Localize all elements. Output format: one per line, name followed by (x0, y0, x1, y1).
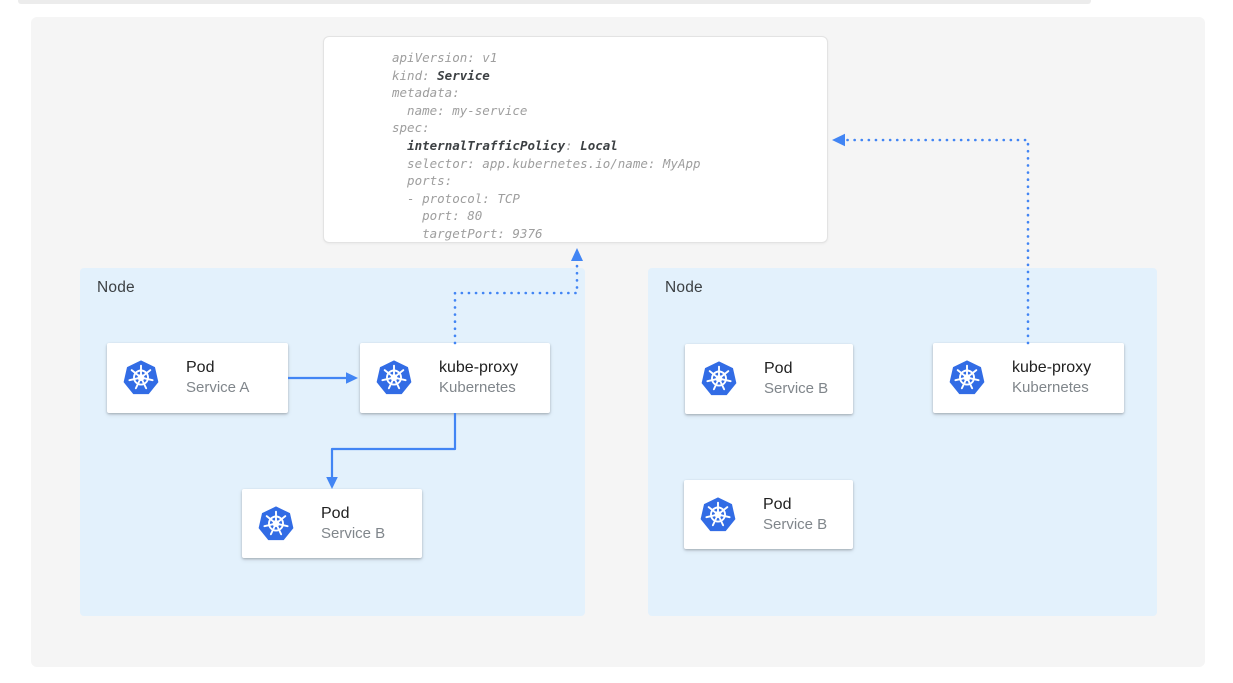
pod-service-b-card-left: Pod Service B (242, 489, 422, 558)
yaml-line: port: 80 (392, 208, 483, 224)
card-title: kube-proxy (1012, 359, 1092, 376)
card-subtitle: Kubernetes (1012, 379, 1089, 396)
kubernetes-icon (375, 359, 413, 397)
yaml-line: selector: app.kubernetes.io/name: MyApp (392, 155, 701, 171)
card-subtitle: Kubernetes (439, 379, 516, 396)
node-left: Node (80, 268, 585, 616)
kubernetes-icon (699, 496, 737, 534)
yaml-line: kind: Service (392, 67, 490, 83)
kubernetes-icon (948, 359, 986, 397)
yaml-line: targetPort: 9376 (392, 225, 543, 241)
kubernetes-icon (122, 359, 160, 397)
kube-proxy-card-right: kube-proxy Kubernetes (933, 343, 1124, 413)
pod-service-a-card: Pod Service A (107, 343, 288, 413)
pod-service-b-card-right-top: Pod Service B (685, 344, 853, 414)
node-label: Node (665, 279, 703, 296)
top-divider (18, 0, 1091, 4)
card-subtitle: Service A (186, 379, 250, 396)
card-title: Pod (321, 504, 350, 522)
yaml-code: apiVersion: v1 kind: Service metadata: n… (324, 37, 827, 242)
yaml-line: ports: (392, 173, 453, 189)
yaml-line: - protocol: TCP (392, 190, 520, 206)
kubernetes-icon (700, 360, 738, 398)
yaml-line: metadata: (392, 85, 460, 101)
kubernetes-icon (257, 505, 295, 543)
yaml-line: spec: (392, 120, 430, 136)
card-title: Pod (764, 360, 793, 377)
yaml-line: name: my-service (392, 102, 528, 118)
yaml-line: internalTrafficPolicy: Local (407, 137, 618, 153)
node-right: Node (648, 268, 1157, 616)
card-subtitle: Service B (763, 515, 828, 533)
service-yaml-card: apiVersion: v1 kind: Service metadata: n… (323, 36, 828, 243)
kube-proxy-card-left: kube-proxy Kubernetes (360, 343, 550, 413)
card-subtitle: Service B (764, 380, 829, 397)
diagram-canvas: Node Node apiVersion: v1 kind: Service m… (31, 17, 1205, 667)
card-title: Pod (763, 495, 792, 513)
pod-service-b-card-right-bottom: Pod Service B (684, 480, 853, 549)
node-label: Node (97, 279, 135, 296)
card-title: kube-proxy (439, 359, 519, 376)
yaml-line: apiVersion: v1 (392, 50, 498, 65)
card-title: Pod (186, 359, 215, 376)
card-subtitle: Service B (321, 524, 386, 542)
